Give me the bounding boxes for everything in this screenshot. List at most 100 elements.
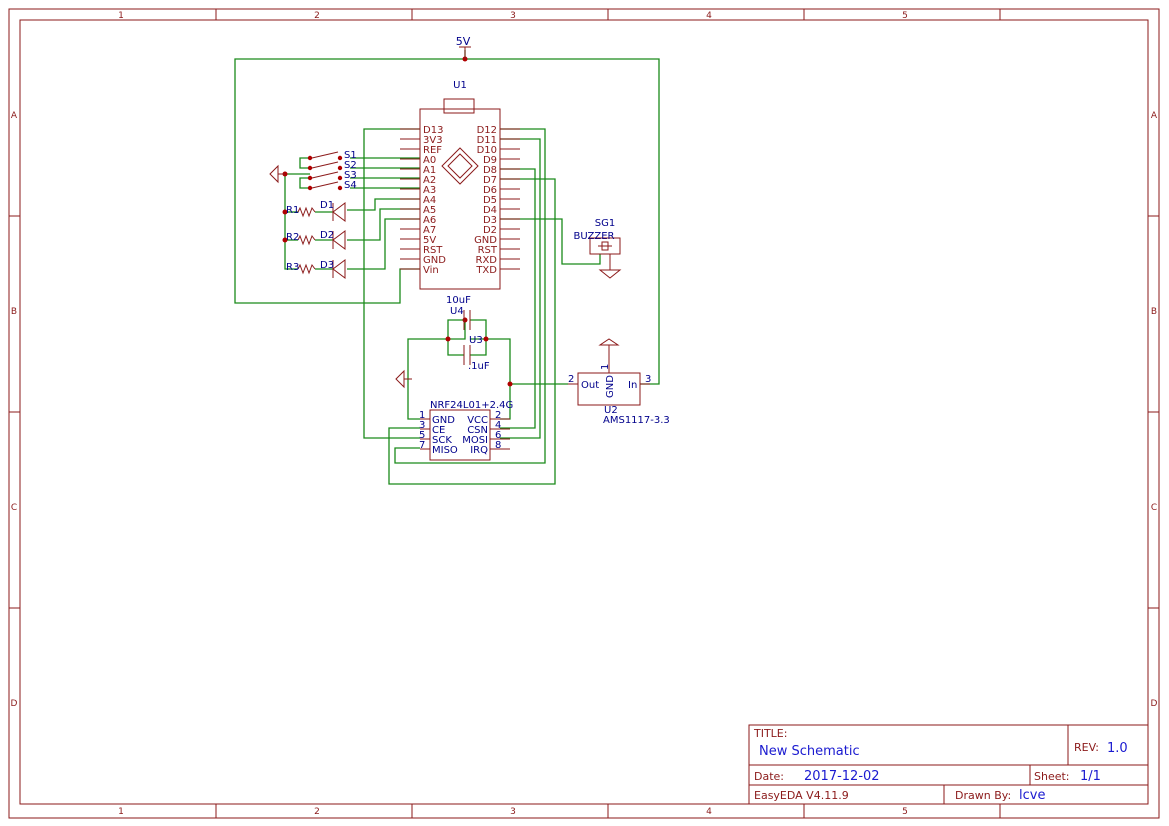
- nrf-pin-label: IRQ: [470, 445, 488, 456]
- nrf-pin-number: 7: [419, 440, 425, 451]
- col-label-top: 4: [706, 11, 712, 21]
- u1-pin-label: RST: [423, 245, 443, 256]
- u1-pin-label: TXD: [475, 265, 497, 276]
- cap1-value: 10uF: [446, 295, 471, 306]
- nrf24-module: NRF24L01+2.4G: [429, 400, 513, 461]
- u1-pin-label: A7: [423, 225, 436, 236]
- switch-label: S3: [344, 170, 357, 181]
- reg-pin-in: 3: [645, 374, 651, 385]
- u1-pin-label: A4: [423, 195, 436, 206]
- ground-symbol-nrf: [395, 369, 412, 389]
- u1-pin-label: A2: [423, 175, 436, 186]
- row-label-left: A: [11, 111, 18, 121]
- col-label-top: 3: [510, 11, 516, 21]
- resistor-label: R2: [286, 232, 299, 243]
- reg-out-label: Out: [581, 380, 599, 391]
- nrf-pin-label: CE: [432, 425, 445, 436]
- leds: [332, 202, 346, 279]
- power-5v-symbol: 5V: [456, 35, 471, 59]
- col-label-bottom: 5: [902, 807, 908, 817]
- u1-pin-label: D10: [477, 145, 497, 156]
- led-label: D3: [320, 260, 334, 271]
- u1-pin-label: A1: [423, 165, 436, 176]
- u1-pin-label: D2: [483, 225, 497, 236]
- rev-label: REV:: [1074, 741, 1099, 754]
- capacitors: [463, 310, 471, 365]
- u1-pin-label: RXD: [476, 255, 498, 266]
- u1-pin-label: D6: [483, 185, 497, 196]
- u1-pin-label: Vin: [423, 265, 439, 276]
- led-label: D2: [320, 230, 334, 241]
- row-label-left: D: [11, 699, 18, 709]
- u1-pin-label: 5V: [423, 235, 436, 246]
- nrf-pin-number: 2: [495, 410, 501, 421]
- reg-pin-gnd: 1: [600, 364, 611, 370]
- grid-ticks: [9, 9, 1159, 818]
- u1-pin-label: D13: [423, 125, 443, 136]
- nrf-name: NRF24L01+2.4G: [430, 400, 513, 411]
- nrf-pin-label: MOSI: [462, 435, 488, 446]
- sheet-value: 1/1: [1080, 769, 1101, 784]
- reg-in-label: In: [628, 380, 637, 391]
- nrf-pin-number: 6: [495, 430, 501, 441]
- nrf-pin-label: CSN: [467, 425, 488, 436]
- u1-pin-label: GND: [474, 235, 497, 246]
- title-label: TITLE:: [753, 727, 787, 740]
- title-value: New Schematic: [759, 744, 860, 759]
- resistors: [297, 206, 316, 275]
- row-label-left: C: [11, 503, 17, 513]
- resistor-label: R1: [286, 205, 299, 216]
- col-label-top: 5: [902, 11, 908, 21]
- u1-pin-label: A5: [423, 205, 436, 216]
- nrf-pin-label: MISO: [432, 445, 458, 456]
- u1-pin-label: RST: [478, 245, 498, 256]
- u1-pin-label: A0: [423, 155, 436, 166]
- col-label-bottom: 4: [706, 807, 712, 817]
- reg-ref: U2: [604, 405, 618, 416]
- rev-value: 1.0: [1107, 741, 1128, 756]
- col-label-bottom: 3: [510, 807, 516, 817]
- buzzer: SG1 BUZZER: [574, 218, 622, 279]
- drawn-by-value: lcve: [1019, 788, 1045, 803]
- u1-pin-label: D5: [483, 195, 497, 206]
- row-label-right: C: [1151, 503, 1157, 513]
- row-label-right: A: [1151, 111, 1158, 121]
- switch-label: S2: [344, 160, 357, 171]
- regulator-ams1117: Out In GND 2 3 1 U2 AMS1117-3.3: [568, 338, 670, 426]
- title-block: TITLE: New Schematic REV: 1.0 Date: 2017…: [748, 724, 1149, 805]
- reg-value: AMS1117-3.3: [603, 415, 670, 426]
- reg-gnd-label: GND: [605, 375, 616, 398]
- u1-pin-label: D12: [477, 125, 497, 136]
- resistor-label: R3: [286, 262, 299, 273]
- switch-label: S1: [344, 150, 357, 161]
- nrf-pin-number: 1: [419, 410, 425, 421]
- nrf-pin-number: 5: [419, 430, 425, 441]
- junctions: [282, 56, 513, 387]
- outer-frame: [8, 8, 1160, 819]
- u1-pin-label: D9: [483, 155, 497, 166]
- nrf-pin-label: VCC: [467, 415, 488, 426]
- led-label: D1: [320, 200, 334, 211]
- u1-pin-label: D8: [483, 165, 497, 176]
- col-label-bottom: 2: [314, 807, 320, 817]
- u1-pin-label: D4: [483, 205, 497, 216]
- col-label-bottom: 1: [118, 807, 124, 817]
- nrf-pin-label: GND: [432, 415, 455, 426]
- ground-symbol: [269, 164, 285, 184]
- u1-pin-label: D3: [483, 215, 497, 226]
- nrf-pin-number: 8: [495, 440, 501, 451]
- switch-label: S4: [344, 180, 357, 191]
- nrf-pin-number: 3: [419, 420, 425, 431]
- nrf-pin-label: SCK: [432, 435, 452, 446]
- row-label-right: D: [1151, 699, 1158, 709]
- cap1-ref: U4: [450, 306, 464, 317]
- cap2-value: .1uF: [468, 361, 490, 372]
- date-label: Date:: [754, 770, 784, 783]
- row-label-right: B: [1151, 307, 1157, 317]
- inner-frame: [19, 19, 1149, 805]
- col-label-top: 2: [314, 11, 320, 21]
